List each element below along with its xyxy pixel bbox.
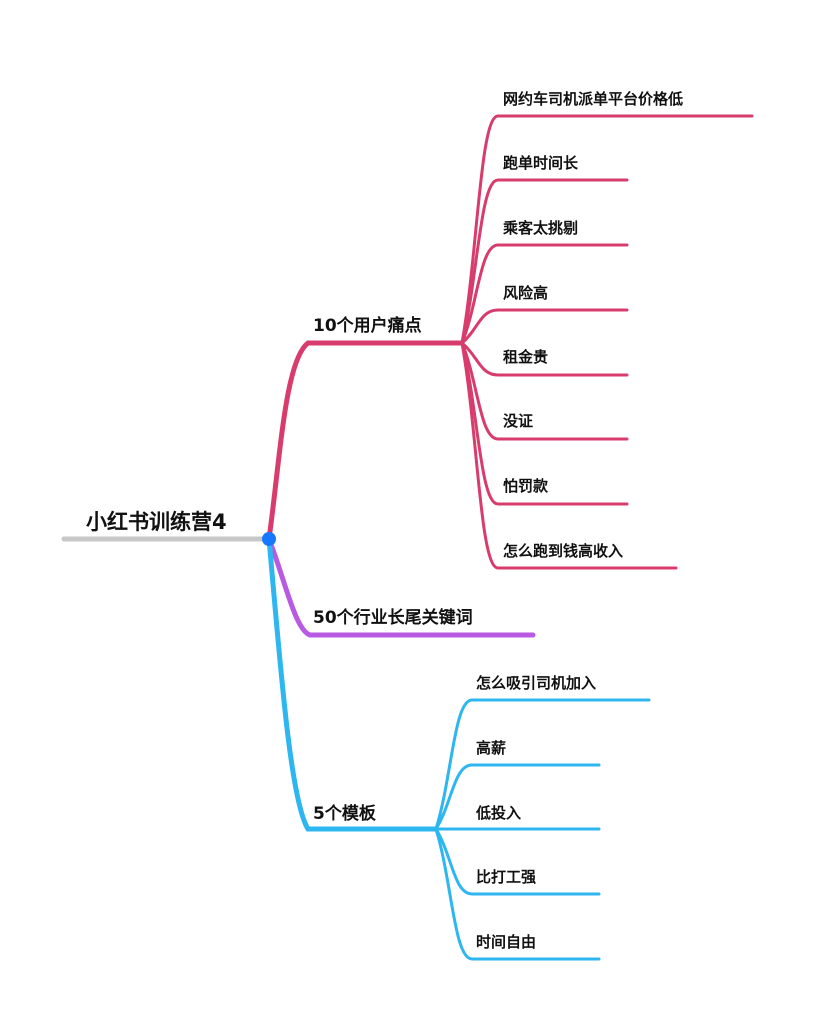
leaf-node[interactable]: 网约车司机派单平台价格低 bbox=[503, 90, 684, 108]
leaf-node[interactable]: 跑单时间长 bbox=[503, 154, 579, 172]
root-dot[interactable] bbox=[262, 532, 276, 546]
leaf-connector bbox=[434, 827, 601, 961]
leaf-connector bbox=[460, 308, 629, 345]
leaf-connector bbox=[460, 341, 678, 570]
leaf-connector bbox=[434, 698, 651, 831]
leaf-connector bbox=[434, 827, 601, 896]
leaf-connector bbox=[460, 243, 629, 345]
leaf-node[interactable]: 比打工强 bbox=[476, 868, 537, 886]
branch-label-templates[interactable]: 5个模板 bbox=[313, 804, 376, 824]
leaf-node[interactable]: 怎么吸引司机加入 bbox=[476, 674, 597, 692]
leaf-connector bbox=[434, 763, 601, 831]
branch-connector bbox=[266, 340, 465, 542]
leaf-connector bbox=[460, 341, 629, 441]
leaf-node[interactable]: 风险高 bbox=[503, 284, 549, 302]
root-node-label[interactable]: 小红书训练营4 bbox=[86, 510, 227, 534]
branch-label-keywords[interactable]: 50个行业长尾关键词 bbox=[313, 608, 473, 628]
leaf-connector bbox=[460, 341, 629, 377]
leaf-connector bbox=[460, 114, 754, 345]
branch-label-pain-points[interactable]: 10个用户痛点 bbox=[313, 316, 422, 336]
leaf-node[interactable]: 低投入 bbox=[476, 804, 522, 822]
leaf-node[interactable]: 怎么跑到钱高收入 bbox=[503, 542, 624, 560]
leaf-connector bbox=[460, 178, 629, 345]
branch-connector bbox=[266, 536, 536, 638]
branch-connector bbox=[266, 536, 439, 832]
leaf-node[interactable]: 时间自由 bbox=[476, 933, 537, 951]
leaf-node[interactable]: 乘客太挑剔 bbox=[503, 219, 579, 237]
leaf-node[interactable]: 租金贵 bbox=[503, 348, 549, 366]
leaf-node[interactable]: 怕罚款 bbox=[503, 477, 549, 495]
leaf-node[interactable]: 高薪 bbox=[476, 739, 507, 757]
leaf-node[interactable]: 没证 bbox=[503, 412, 534, 430]
